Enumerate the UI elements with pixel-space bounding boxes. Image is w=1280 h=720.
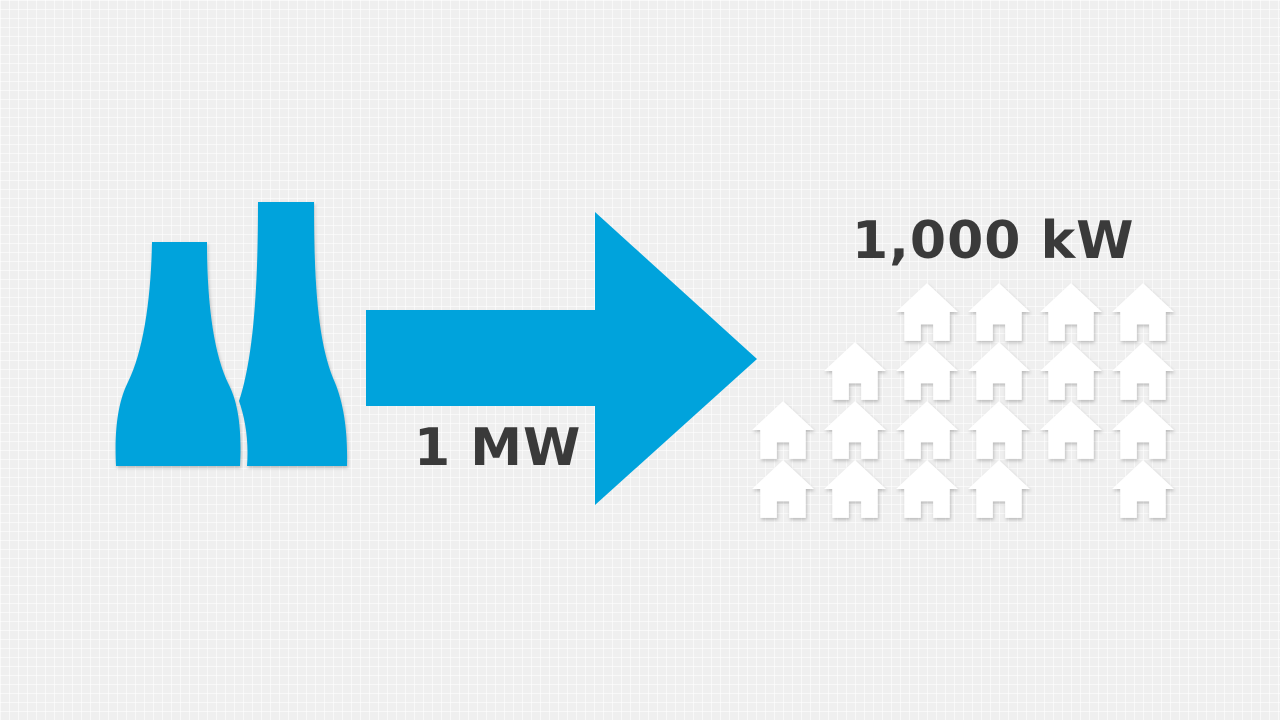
- power-plant-output-label: 1 MW: [414, 418, 582, 478]
- house-icon: [896, 460, 958, 518]
- house-icon: [1112, 342, 1174, 400]
- cooling-towers-icon: [115, 202, 348, 466]
- house-icon: [968, 342, 1030, 400]
- house-icon: [1112, 460, 1174, 518]
- total-household-use-label: 1,000 kW: [852, 211, 1135, 271]
- house-icon: [1040, 342, 1102, 400]
- house-icon: [1112, 283, 1174, 341]
- houses-group: [752, 283, 1174, 518]
- house-icon: [968, 283, 1030, 341]
- cooling-tower-left: [115, 242, 241, 466]
- cooling-tower-right: [239, 202, 348, 466]
- arrow-right-icon: [366, 212, 757, 505]
- house-icon: [752, 460, 814, 518]
- house-icon: [824, 401, 886, 459]
- house-icon: [968, 401, 1030, 459]
- house-icon: [1112, 401, 1174, 459]
- house-icon: [896, 401, 958, 459]
- house-icon: [752, 401, 814, 459]
- house-icon: [824, 342, 886, 400]
- house-icon: [896, 342, 958, 400]
- house-icon: [968, 460, 1030, 518]
- house-icon: [896, 283, 958, 341]
- house-icon: [1040, 283, 1102, 341]
- house-icon: [824, 460, 886, 518]
- house-icon: [1040, 401, 1102, 459]
